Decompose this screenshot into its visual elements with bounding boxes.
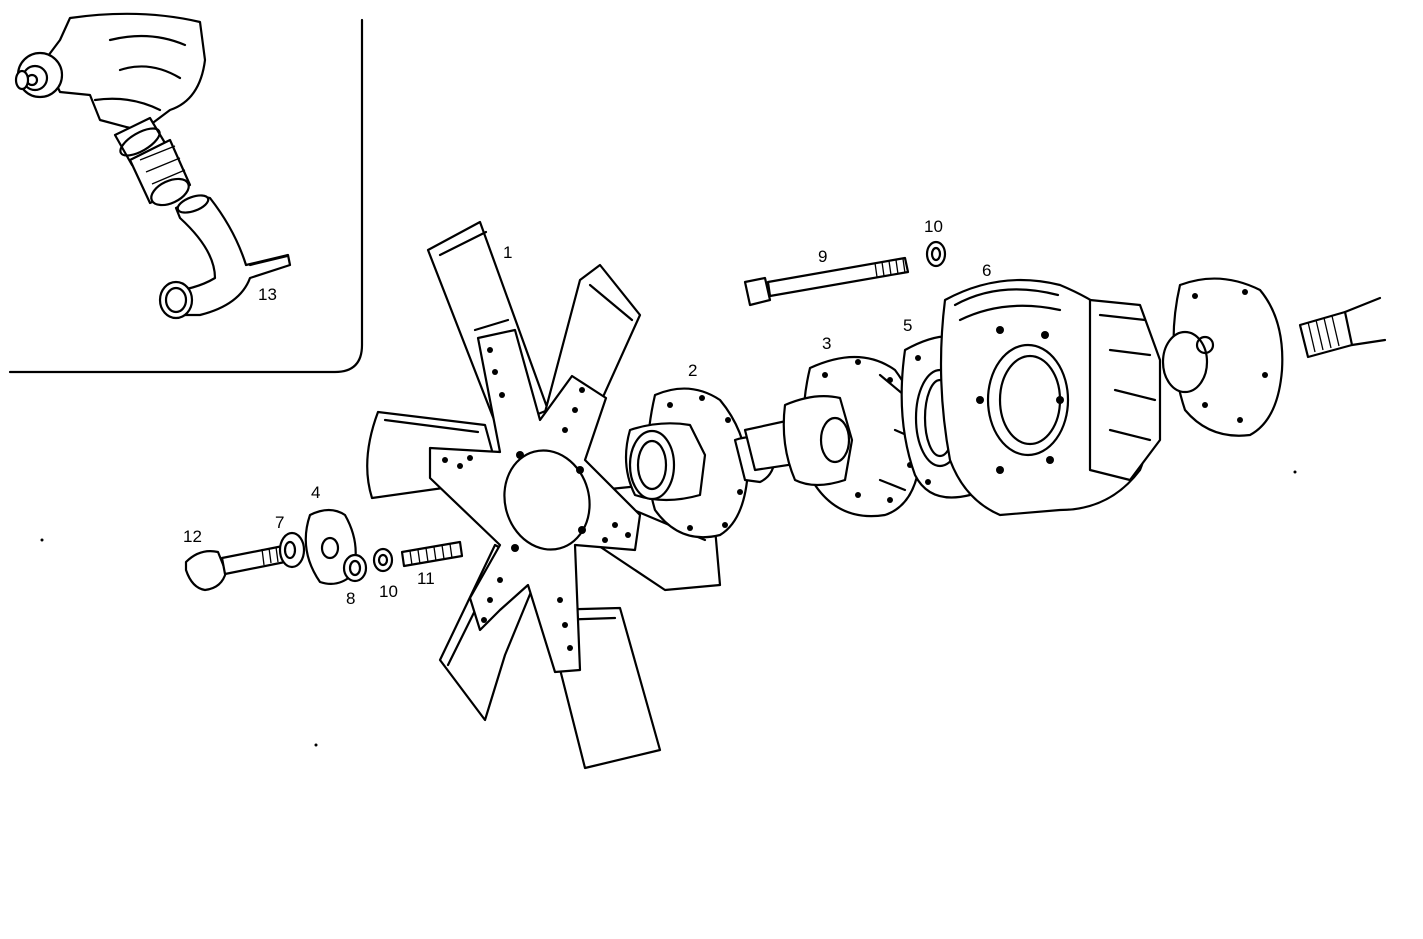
- fan-hub-part-2: [624, 387, 777, 539]
- elbow-hose-part-13: [158, 194, 292, 320]
- fan-blade-assembly: [366, 220, 722, 770]
- callout-12: 12: [183, 527, 202, 546]
- callout-13: 13: [258, 285, 277, 304]
- crankshaft-flange: [1161, 277, 1284, 437]
- hose-clamp-and-sleeve: [113, 116, 192, 207]
- callout-8: 8: [346, 589, 355, 608]
- callout-1: 1: [503, 243, 512, 262]
- print-specks: [40, 470, 1297, 747]
- washer-part-10-top: [925, 240, 947, 268]
- stud-part-11: [400, 540, 464, 568]
- bolt-part-12: [184, 544, 287, 592]
- callout-10-top: 10: [924, 217, 943, 236]
- callout-10-left: 10: [379, 582, 398, 601]
- callout-11: 11: [417, 569, 435, 588]
- bushing-part-8: [342, 553, 368, 583]
- spacer-part-7: [278, 531, 306, 569]
- inset-panel: [8, 18, 364, 374]
- callout-5: 5: [903, 316, 912, 335]
- water-pump-housing: [14, 12, 207, 130]
- coupling-part-3: [782, 355, 922, 518]
- pulley-part-6: [939, 278, 1162, 517]
- washer-part-10-left: [372, 547, 394, 573]
- callout-2: 2: [688, 361, 697, 380]
- long-bolt-part-9: [743, 256, 910, 307]
- callout-9: 9: [818, 247, 827, 266]
- callout-7: 7: [275, 513, 284, 532]
- threaded-shaft-end: [1298, 296, 1387, 359]
- callout-6: 6: [982, 261, 991, 280]
- callout-3: 3: [822, 334, 831, 353]
- callout-4: 4: [311, 483, 320, 502]
- callout-labels: 1 2 3 4 5 6 7 8 9 10 10 11 12 13: [183, 217, 991, 608]
